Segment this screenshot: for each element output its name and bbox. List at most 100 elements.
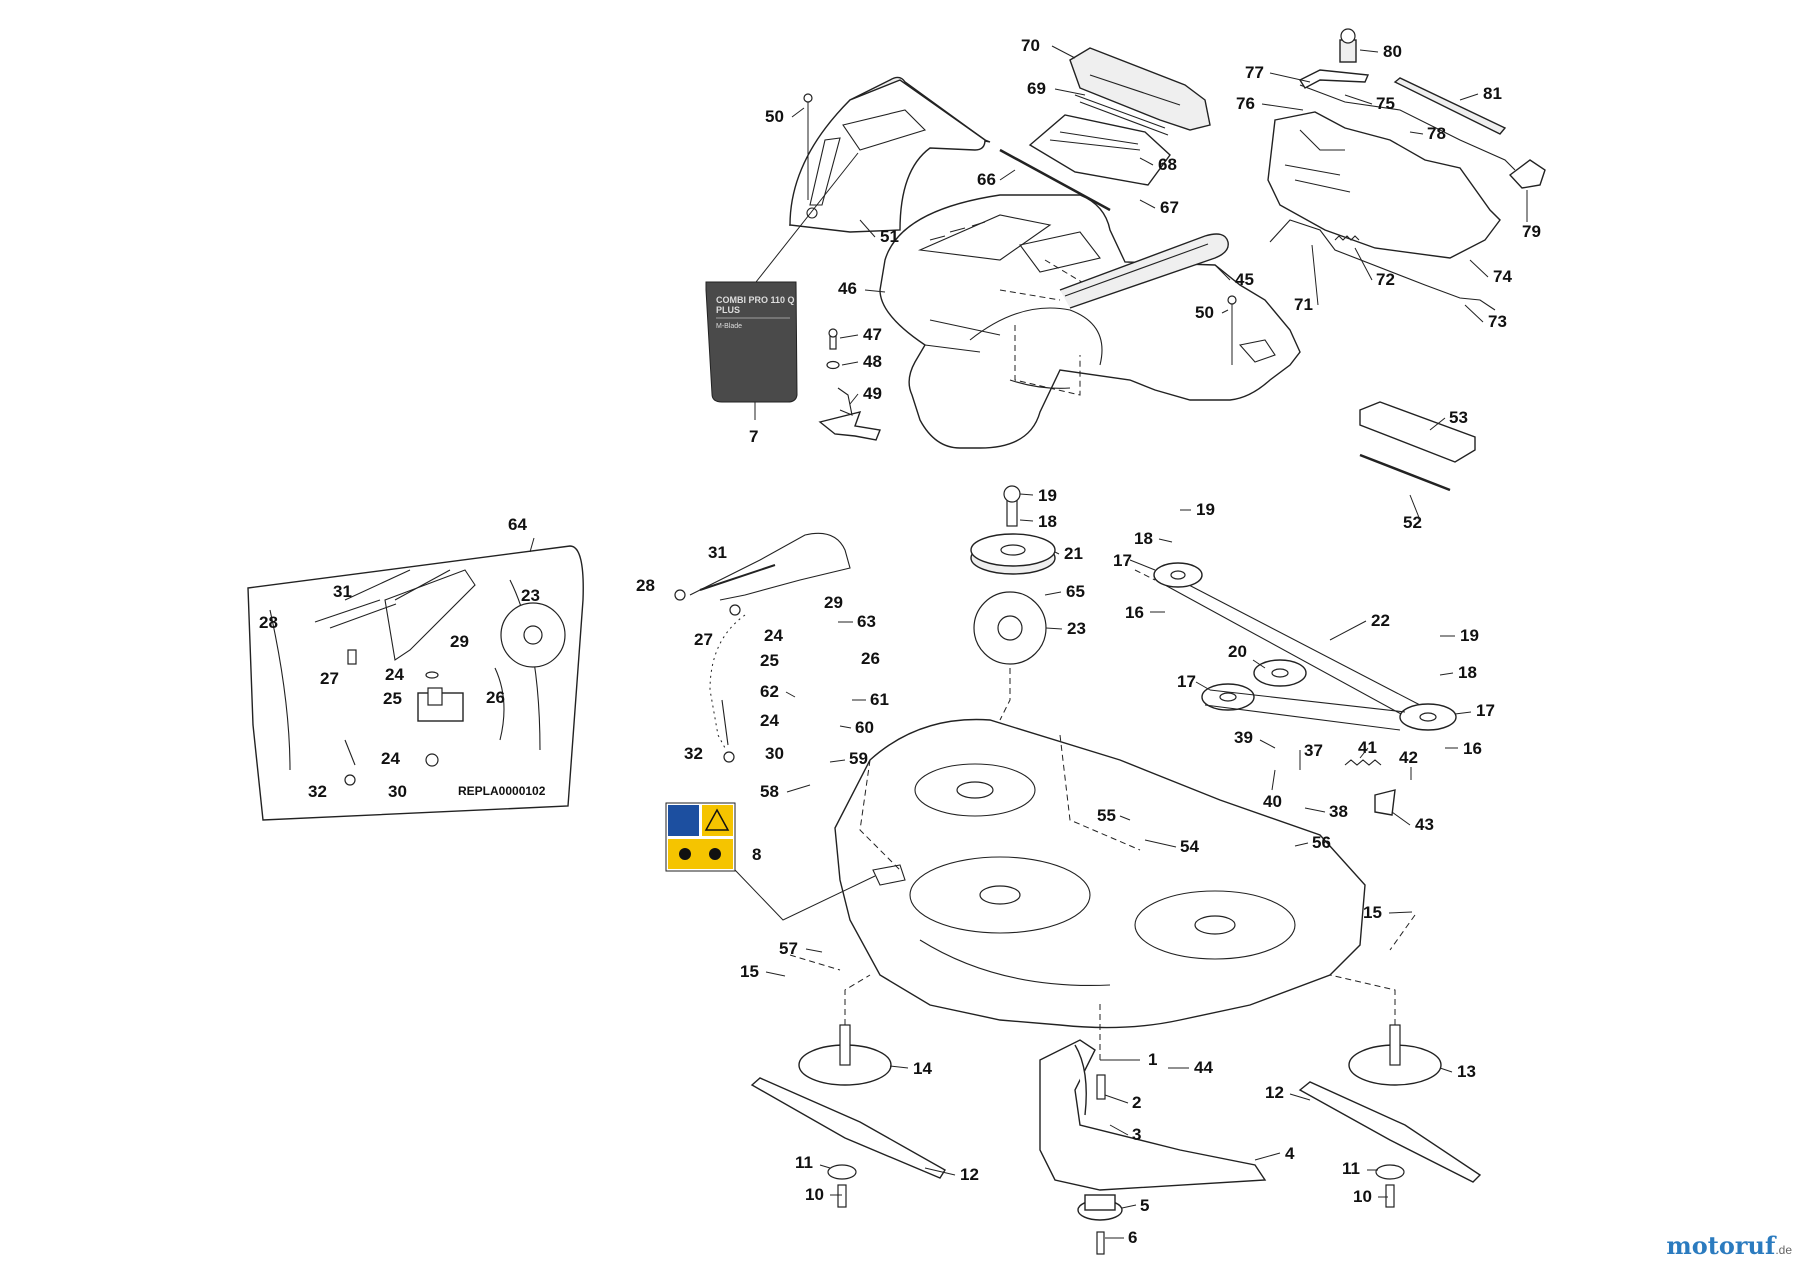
label-58: 58	[760, 782, 779, 801]
label-12a: 12	[960, 1165, 979, 1184]
label-71: 71	[1294, 295, 1313, 314]
washer-48	[826, 360, 840, 370]
label-41: 41	[1358, 738, 1377, 757]
dashed-guides	[789, 668, 1416, 1060]
bolt-47	[828, 328, 838, 350]
belt-22	[1134, 569, 1421, 721]
label-8: 8	[752, 845, 761, 864]
label-28b: 28	[636, 576, 655, 595]
leader-lines	[529, 45, 1528, 1239]
label-14: 14	[913, 1059, 932, 1078]
bracket-43	[1374, 789, 1396, 816]
label-49: 49	[863, 384, 882, 403]
label-6: 6	[1128, 1228, 1137, 1247]
label-16b: 16	[1463, 739, 1482, 758]
label-48: 48	[863, 352, 882, 371]
label-50b: 50	[1195, 303, 1214, 322]
pulley-17-right	[1399, 703, 1457, 731]
body-46	[879, 194, 1301, 449]
bolt-6	[1096, 1231, 1105, 1255]
decal-7-line2: PLUS	[716, 305, 740, 315]
label-38: 38	[1329, 802, 1348, 821]
bracket-49	[818, 387, 881, 441]
bolt-19-mid	[1003, 485, 1021, 527]
label-29b: 29	[824, 593, 843, 612]
screw-50-top	[803, 93, 813, 200]
screw-50-right	[1227, 295, 1237, 365]
label-79: 79	[1522, 222, 1541, 241]
panel-74	[1267, 111, 1501, 259]
label-10b: 10	[1353, 1187, 1372, 1206]
label-26a: 26	[486, 688, 505, 707]
cable-31	[674, 532, 851, 763]
washer-11-right	[1375, 1164, 1405, 1180]
label-11a: 11	[795, 1153, 813, 1172]
spindle-13	[1348, 1024, 1442, 1086]
pulley-17-top	[1153, 562, 1203, 588]
label-25b: 25	[760, 651, 779, 670]
blade-12-left	[750, 1077, 946, 1179]
key-80	[1339, 28, 1357, 63]
label-10a: 10	[805, 1185, 824, 1204]
washer-11-left	[827, 1164, 857, 1180]
label-17b: 17	[1177, 672, 1196, 691]
spring-41	[1344, 759, 1382, 766]
pulley-23-mid	[973, 591, 1047, 665]
label-30b: 30	[765, 744, 784, 763]
label-24a: 24	[385, 665, 404, 684]
label-3: 3	[1132, 1125, 1141, 1144]
label-51: 51	[880, 227, 899, 246]
label-53: 53	[1449, 408, 1468, 427]
label-18a: 18	[1038, 512, 1057, 531]
label-80: 80	[1383, 42, 1402, 61]
watermark-text: motoruf	[1666, 1231, 1776, 1260]
label-12b: 12	[1265, 1083, 1284, 1102]
belt-lower	[1204, 689, 1406, 731]
pulley-21	[970, 533, 1056, 575]
cover-70	[1069, 47, 1211, 131]
tray-68	[1028, 114, 1171, 186]
dash-cover-51	[789, 76, 991, 233]
label-63: 63	[857, 612, 876, 631]
label-27b: 27	[694, 630, 713, 649]
part-53	[1359, 401, 1476, 463]
label-11b: 11	[1342, 1159, 1360, 1178]
label-47: 47	[863, 325, 882, 344]
label-72: 72	[1376, 270, 1395, 289]
label-64: 64	[508, 515, 527, 534]
label-13: 13	[1457, 1062, 1476, 1081]
decal-7-line3: M-Blade	[716, 323, 742, 330]
label-4: 4	[1285, 1144, 1295, 1163]
label-66: 66	[977, 170, 996, 189]
label-22: 22	[1371, 611, 1390, 630]
label-42: 42	[1399, 748, 1418, 767]
label-44: 44	[1194, 1058, 1213, 1077]
label-69: 69	[1027, 79, 1046, 98]
label-19a: 19	[1038, 486, 1057, 505]
label-56: 56	[1312, 833, 1331, 852]
decal-8	[665, 802, 906, 921]
strip-81	[1393, 77, 1507, 135]
label-65: 65	[1066, 582, 1085, 601]
spindle-14	[798, 1024, 892, 1086]
label-73: 73	[1488, 312, 1507, 331]
label-43: 43	[1415, 815, 1434, 834]
label-23a: 23	[521, 586, 540, 605]
label-18c: 18	[1458, 663, 1477, 682]
label-7: 7	[749, 427, 758, 446]
rod-66	[999, 148, 1111, 212]
label-17c: 17	[1476, 701, 1495, 720]
label-37: 37	[1304, 741, 1323, 760]
label-15b: 15	[1363, 903, 1382, 922]
inset-64	[247, 545, 584, 821]
label-32b: 32	[684, 744, 703, 763]
label-75: 75	[1376, 94, 1395, 113]
rod-71	[1269, 219, 1496, 311]
rod-75	[1299, 84, 1516, 171]
bolt-2	[1096, 1074, 1106, 1100]
label-20: 20	[1228, 642, 1247, 661]
label-60: 60	[855, 718, 874, 737]
decal-7: COMBI PRO 110 Q PLUS M-Blade	[705, 152, 859, 420]
inset-reference: REPLA0000102	[458, 784, 546, 798]
label-19b: 19	[1196, 500, 1215, 519]
